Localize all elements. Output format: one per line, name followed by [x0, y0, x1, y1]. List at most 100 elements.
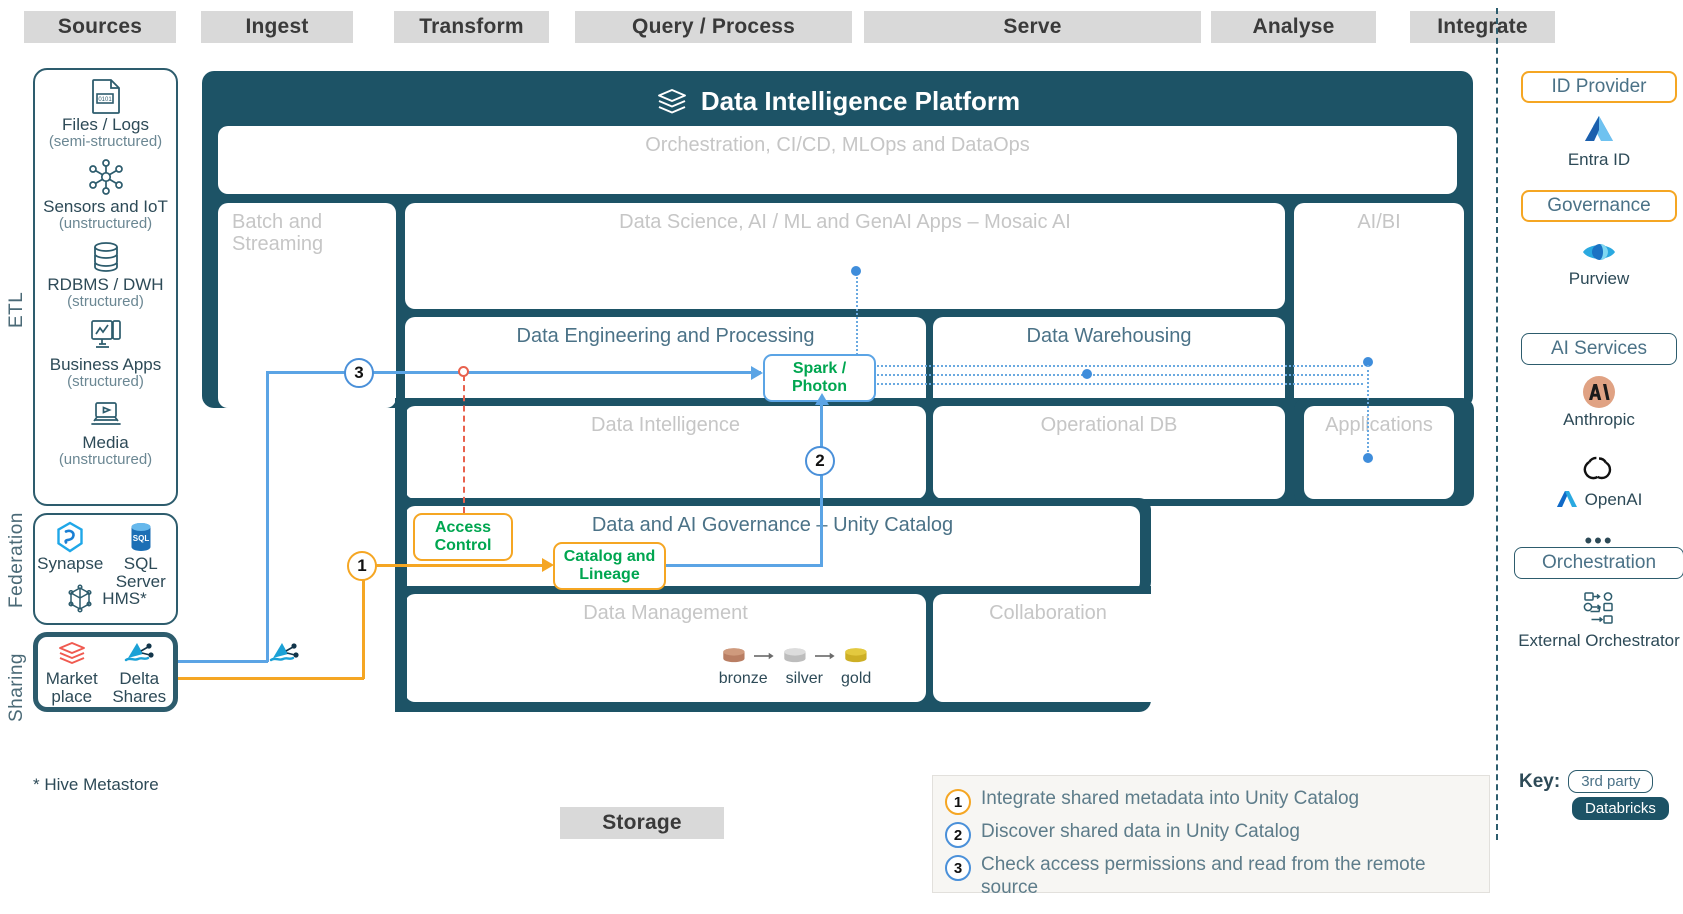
- mosaic-ai-box: Data Science, AI / ML and GenAI Apps – M…: [405, 203, 1285, 309]
- flow3-arrowhead: [751, 366, 763, 380]
- operational-db-box: Operational DB: [933, 406, 1285, 499]
- legend-row: 3 Check access permissions and read from…: [945, 854, 1473, 900]
- trace-dot-applications: [1363, 453, 1373, 463]
- orchestration-label: Orchestration, CI/CD, MLOps and DataOps: [645, 134, 1030, 156]
- data-intelligence-box: Data Intelligence: [405, 406, 926, 499]
- business-apps-icon: [90, 320, 121, 348]
- federation-name: Synapse: [37, 554, 104, 573]
- column-header-ingest: Ingest: [201, 11, 353, 43]
- legend-marker-2: 2: [945, 822, 971, 848]
- integrate-header-orchestration: Orchestration: [1514, 547, 1683, 579]
- flow3-seg-from-sharing: [178, 660, 268, 663]
- source-name: RDBMS / DWH: [47, 275, 164, 294]
- integrate-item-label: External Orchestrator: [1518, 631, 1680, 650]
- source-item-rdbms-dwh: RDBMS / DWH (structured): [35, 240, 176, 310]
- platform-title-row: Data Intelligence Platform: [202, 86, 1473, 117]
- hms-icon: [68, 584, 92, 613]
- access-control-chip: Access Control: [413, 513, 513, 561]
- trace-spark-to-warehouse-c: [858, 383, 1363, 385]
- source-subtitle: (structured): [67, 372, 144, 390]
- catalog-lineage-label: Catalog and Lineage: [563, 548, 656, 583]
- access-control-label: Access Control: [434, 519, 492, 554]
- key-chip-databricks: Databricks: [1572, 797, 1669, 820]
- platform-spine: [395, 398, 407, 712]
- federation-item-synapse: Synapse: [35, 521, 106, 591]
- federation-name: HMS*: [102, 589, 147, 609]
- source-item-files-logs: 0101 Files / Logs (semi-structured): [35, 78, 176, 150]
- column-header-integrate: Integrate: [1410, 11, 1555, 43]
- databricks-marketplace-icon: [58, 642, 85, 664]
- flow1-seg-to-catalog: [362, 564, 547, 567]
- rail-label-etl: ETL: [6, 291, 27, 329]
- flow1-arrowhead: [542, 558, 554, 572]
- sharing-item-delta-shares: Delta Shares: [106, 640, 174, 706]
- entra-id-icon: [1585, 116, 1613, 141]
- applications-label: Applications: [1325, 414, 1433, 436]
- azure-icon: [1556, 491, 1577, 507]
- legend-text: Check access permissions and read from t…: [981, 854, 1426, 898]
- column-header-query-process: Query / Process: [575, 11, 852, 43]
- bronze-table-icon: [723, 648, 745, 663]
- svg-text:SQL: SQL: [133, 534, 150, 543]
- key-legend: Key: 3rd party Databricks: [1519, 770, 1669, 820]
- source-subtitle: (semi-structured): [48, 132, 163, 150]
- flow-marker-1[interactable]: 1: [347, 551, 377, 581]
- flow-marker-3[interactable]: 3: [344, 358, 374, 388]
- flow3-seg-vertical: [266, 372, 269, 662]
- medallion-icons: [720, 645, 870, 667]
- integrate-item-label: OpenAI: [1584, 489, 1643, 509]
- legend-text: Discover shared data in Unity Catalog: [981, 821, 1300, 842]
- column-header-serve: Serve: [864, 11, 1201, 43]
- databricks-logo-icon: [657, 88, 686, 113]
- svg-text:0101: 0101: [98, 97, 112, 103]
- integrate-item-openai: OpenAI: [1521, 452, 1677, 510]
- delta-sharing-icon: [125, 643, 154, 662]
- access-control-link: [463, 375, 465, 513]
- source-item-media: Media (unstructured): [35, 400, 176, 468]
- integrate-header-ai-services: AI Services: [1521, 333, 1677, 365]
- data-intelligence-label: Data Intelligence: [591, 414, 740, 436]
- key-row-third-party: Key: 3rd party: [1519, 770, 1669, 793]
- flow-marker-2[interactable]: 2: [805, 446, 835, 476]
- source-name: Media: [82, 433, 129, 452]
- purview-icon: [1583, 244, 1615, 260]
- arrow-icon: [753, 652, 774, 660]
- trace-dot-mosaic: [851, 266, 861, 276]
- synapse-icon: [57, 521, 83, 553]
- flow3-seg-horizontal: [266, 371, 761, 374]
- data-management-box: Data Management: [405, 594, 926, 702]
- source-item-sensors-iot: Sensors and IoT (unstructured): [35, 158, 176, 232]
- orchestration-box: Orchestration, CI/CD, MLOps and DataOps: [218, 126, 1457, 194]
- sharing-item-marketplace: Market place: [38, 640, 106, 706]
- medallion-label-silver: silver: [785, 670, 824, 687]
- database-icon: [93, 242, 118, 272]
- anthropic-icon: [1583, 376, 1615, 408]
- collaboration-label: Collaboration: [989, 602, 1107, 624]
- integrate-item-anthropic: Anthropic: [1521, 375, 1677, 430]
- media-icon: [90, 402, 121, 425]
- integrate-item-label: Purview: [1568, 269, 1630, 288]
- medallion-labels: bronze silver gold: [719, 670, 872, 688]
- medallion-label-gold: gold: [841, 670, 872, 687]
- file-logs-icon: 0101: [91, 79, 120, 114]
- operational-db-label: Operational DB: [1040, 414, 1178, 436]
- integrate-header-id-provider: ID Provider: [1521, 71, 1677, 103]
- key-row-databricks: Databricks: [1519, 797, 1669, 820]
- legend-row: 1 Integrate shared metadata into Unity C…: [945, 788, 1473, 815]
- applications-box: Applications: [1304, 406, 1454, 499]
- source-name: Business Apps: [49, 355, 162, 374]
- openai-icon: [1583, 456, 1612, 480]
- footnote-hive-metastore: * Hive Metastore: [33, 775, 159, 794]
- medallion-architecture: bronze silver gold: [719, 645, 872, 688]
- source-name: Files / Logs: [62, 115, 149, 134]
- platform-title: Data Intelligence Platform: [700, 86, 1021, 116]
- integrate-item-external-orchestrator: External Orchestrator: [1511, 590, 1683, 651]
- flow2-arrowhead: [815, 393, 829, 405]
- legend-marker-1: 1: [945, 789, 971, 815]
- flow-legend-box: 1 Integrate shared metadata into Unity C…: [932, 775, 1490, 898]
- federation-row-2: HMS*: [35, 583, 176, 615]
- integrate-item-label: Entra ID: [1567, 150, 1631, 169]
- data-warehousing-label: Data Warehousing: [1026, 325, 1192, 347]
- trace-spark-to-warehouse-b: [858, 374, 1363, 376]
- trace-spark-to-warehouse-a: [858, 365, 1363, 367]
